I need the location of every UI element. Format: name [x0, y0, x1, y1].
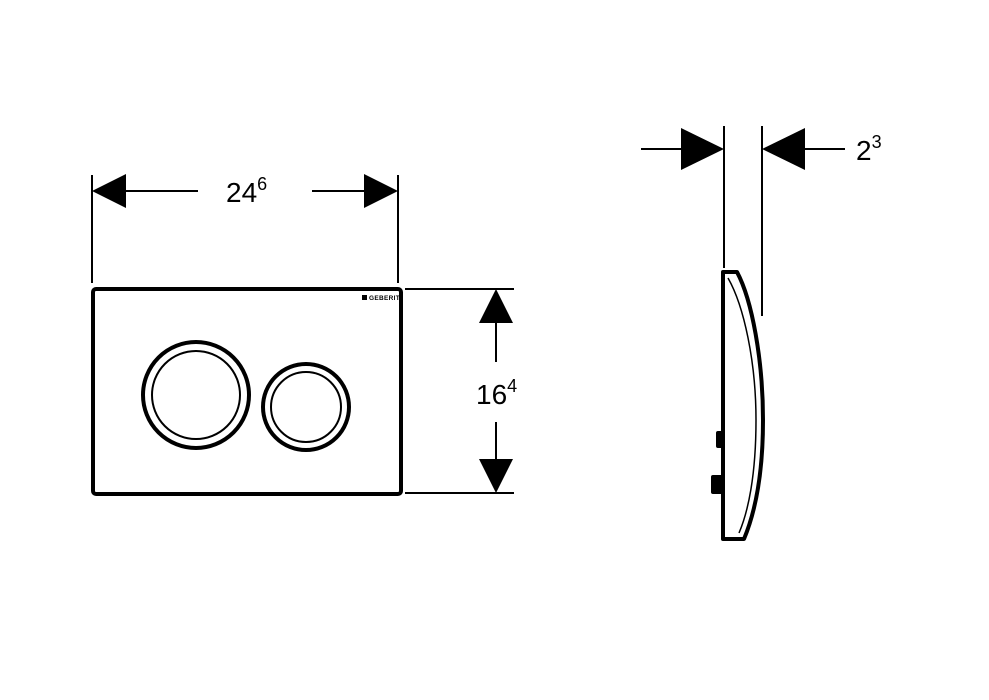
depth-label: 23 — [856, 132, 882, 166]
width-arrow-left — [92, 174, 126, 208]
width-arrow-right — [364, 174, 398, 208]
width-dimension: 246 — [91, 174, 399, 283]
width-value: 24 — [226, 177, 257, 208]
depth-superscript: 3 — [872, 132, 882, 152]
small-button-inner-ring — [270, 371, 342, 443]
height-value: 16 — [476, 379, 507, 410]
flush-plate-outline — [91, 287, 403, 496]
brand-logo: GEBERIT — [362, 295, 400, 302]
side-view: 23 — [641, 126, 882, 541]
front-view: 246 GEBERIT 164 — [91, 174, 517, 496]
height-arrow-bottom — [479, 459, 513, 493]
plate-side-profile-inner — [727, 277, 757, 534]
brand-logo-text: GEBERIT — [369, 295, 400, 302]
large-flush-button — [141, 340, 251, 450]
large-button-inner-ring — [151, 350, 241, 440]
mounting-stud-lower — [711, 475, 724, 494]
mounting-stud-upper — [716, 431, 724, 448]
brand-logo-square-icon — [362, 295, 367, 300]
width-superscript: 6 — [257, 174, 267, 194]
height-arrow-top — [479, 289, 513, 323]
height-dimension: 164 — [405, 288, 517, 494]
height-superscript: 4 — [507, 376, 517, 396]
large-button-outer-ring — [141, 340, 251, 450]
height-label: 164 — [476, 376, 517, 410]
width-label: 246 — [226, 174, 267, 208]
depth-dimension: 23 — [641, 126, 882, 316]
small-flush-button — [261, 362, 351, 452]
small-button-outer-ring — [261, 362, 351, 452]
depth-value: 2 — [856, 135, 872, 166]
plate-side-profile-outer — [721, 270, 765, 541]
depth-arrow-right — [762, 128, 805, 170]
depth-arrow-left — [681, 128, 724, 170]
